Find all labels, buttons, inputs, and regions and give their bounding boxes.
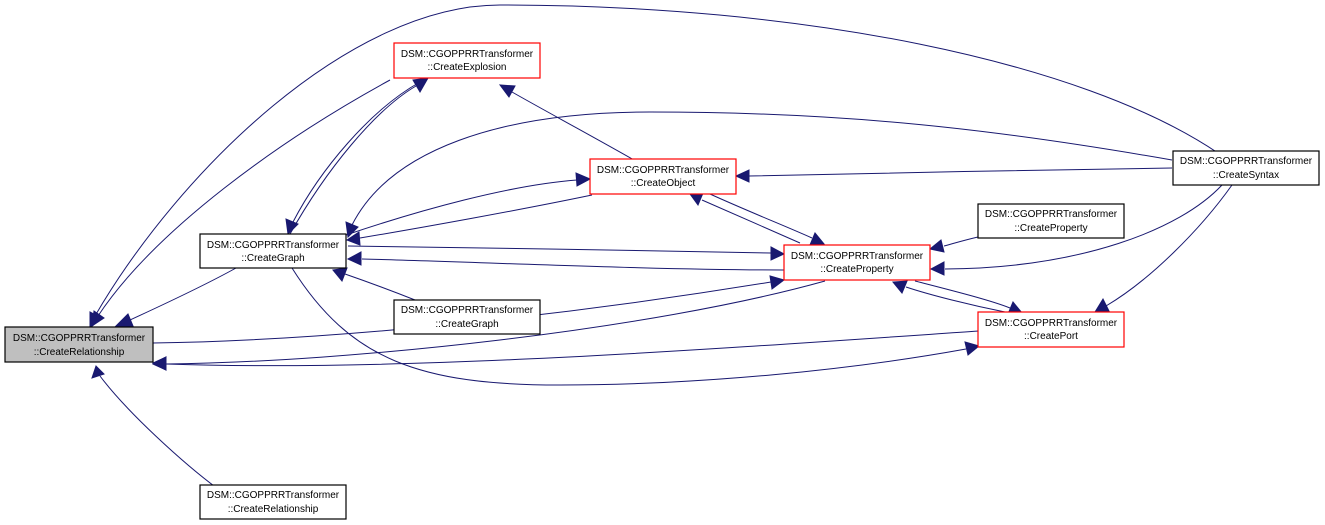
node-line2: ::CreateObject [631,178,696,189]
node-line1: DSM::CGOPPRRTransformer [401,49,534,60]
node-create-object[interactable]: DSM::CGOPPRRTransformer ::CreateObject [589,158,737,195]
node-line1: DSM::CGOPPRRTransformer [985,209,1118,220]
node-create-port[interactable]: DSM::CGOPPRRTransformer ::CreatePort [977,311,1125,348]
node-line1: DSM::CGOPPRRTransformer [791,251,924,262]
edge-graph-main-to-property-main [347,245,786,261]
edge-graph-main-to-object [345,172,592,236]
edge-port-to-property-main [892,280,1006,313]
edge-graph-main-to-explosion [289,77,429,235]
node-line1: DSM::CGOPPRRTransformer [597,165,730,176]
node-line1: DSM::CGOPPRRTransformer [985,318,1118,329]
node-line2: ::CreateRelationship [34,347,125,358]
edge-graph-small-to-graph-main [332,267,416,301]
edge-syntax-to-object [734,167,1173,183]
node-create-graph-main[interactable]: DSM::CGOPPRRTransformer ::CreateGraph [199,233,347,269]
node-line2: ::CreateGraph [435,319,498,330]
edges [89,4,1233,490]
node-line2: ::CreateExplosion [428,62,507,73]
node-line2: ::CreateGraph [241,253,304,264]
edge-graph-main-to-relationship-main [114,267,237,327]
node-line1: DSM::CGOPPRRTransformer [207,240,340,251]
edge-property-main-to-port [914,280,1023,315]
node-line2: ::CreateRelationship [228,504,319,515]
edge-graph-main-to-port [291,267,981,386]
edge-object-to-explosion [498,84,635,161]
edge-property-small-to-property-main [928,236,979,253]
edge-syntax-to-graph-main [345,111,1173,239]
node-create-property-small[interactable]: DSM::CGOPPRRTransformer ::CreateProperty [977,203,1125,239]
edge-port-to-relationship-main [151,330,980,371]
edge-property-main-to-object [689,192,801,244]
node-line2: ::CreateProperty [1014,223,1087,234]
node-line2: ::CreateSyntax [1213,170,1279,181]
nodes: DSM::CGOPPRRTransformer ::CreateRelation… [4,42,1320,520]
node-line1: DSM::CGOPPRRTransformer [13,333,146,344]
edge-syntax-to-relationship-main [89,4,1219,330]
node-create-property-main[interactable]: DSM::CGOPPRRTransformer ::CreateProperty [783,244,931,281]
edge-syntax-to-property-main [929,184,1223,276]
edge-relationship-bottom-to-relationship-main [91,365,219,490]
node-create-syntax[interactable]: DSM::CGOPPRRTransformer ::CreateSyntax [1172,150,1320,186]
edge-explosion-to-graph-main [285,81,421,236]
node-line1: DSM::CGOPPRRTransformer [401,305,534,316]
node-create-relationship-bottom[interactable]: DSM::CGOPPRRTransformer ::CreateRelation… [199,484,347,520]
node-create-relationship-main[interactable]: DSM::CGOPPRRTransformer ::CreateRelation… [4,326,154,363]
edge-object-to-property-main [709,193,825,246]
node-line2: ::CreateProperty [820,264,893,275]
node-line1: DSM::CGOPPRRTransformer [207,490,340,501]
edge-object-to-graph-main [345,194,593,246]
node-create-explosion[interactable]: DSM::CGOPPRRTransformer ::CreateExplosio… [393,42,541,79]
edge-property-main-to-graph-main [346,251,785,271]
edge-explosion-to-relationship-main [91,79,391,328]
node-line1: DSM::CGOPPRRTransformer [1180,156,1313,167]
node-create-graph-small[interactable]: DSM::CGOPPRRTransformer ::CreateGraph [393,299,541,335]
node-line2: ::CreatePort [1024,331,1078,342]
